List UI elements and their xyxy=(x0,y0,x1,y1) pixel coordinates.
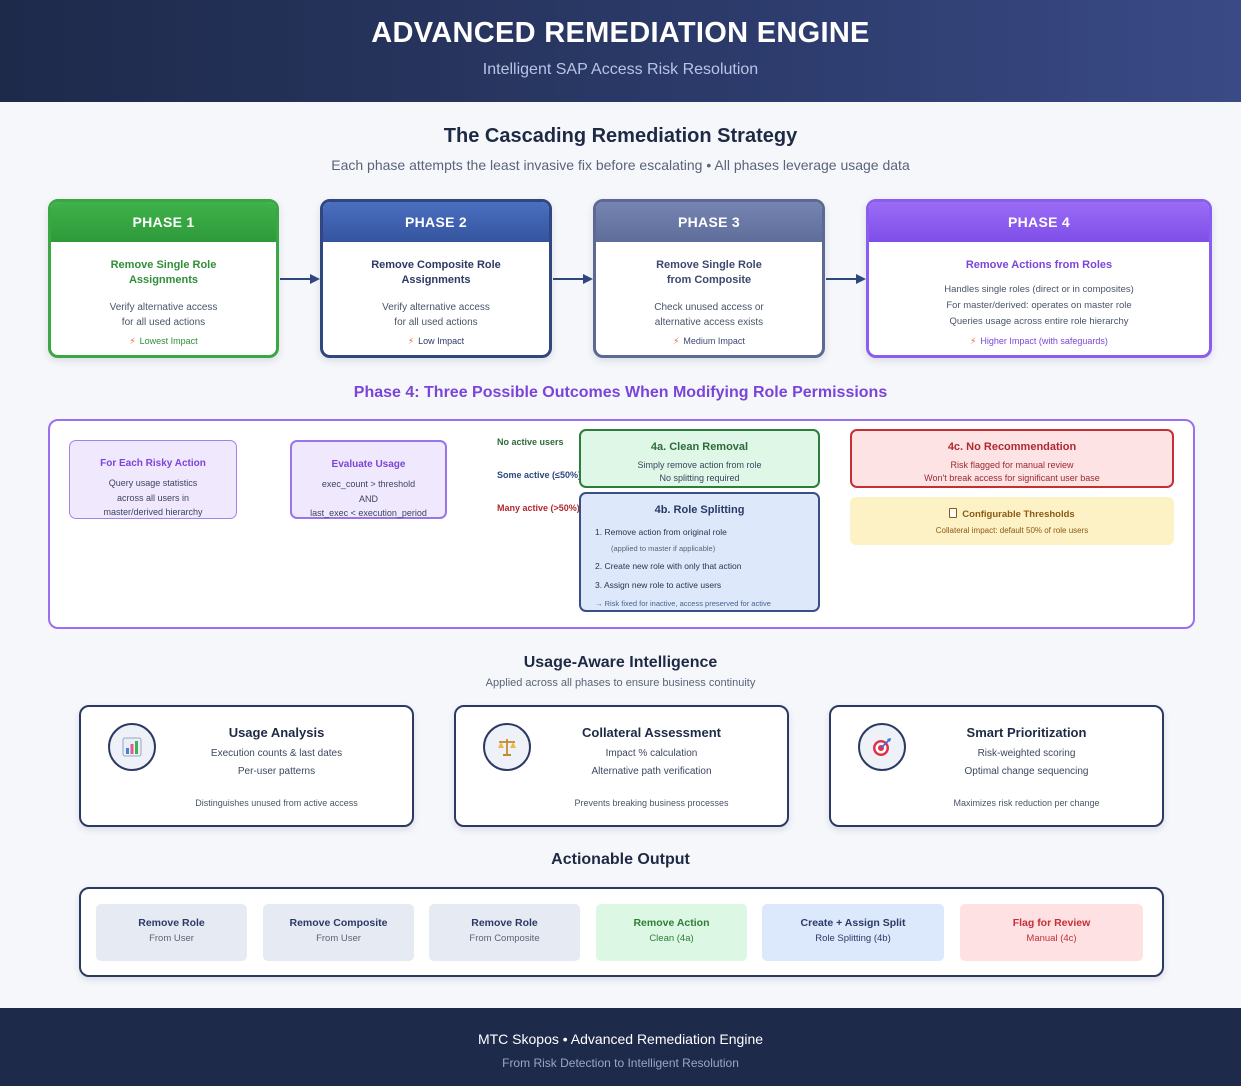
output-flag-for-review: Flag for Review Manual (4c) xyxy=(960,904,1143,961)
page-title: ADVANCED REMEDIATION ENGINE xyxy=(371,17,870,49)
target-icon xyxy=(858,723,906,771)
output-sub-text: Manual (4c) xyxy=(1026,933,1077,944)
lightning-icon: ⚡ xyxy=(407,336,415,346)
smart-prioritization-card: Smart Prioritization Risk-weighted scori… xyxy=(829,705,1164,827)
phase-impact: ⚡Higher Impact (with safeguards) xyxy=(970,336,1108,346)
phase-impact: ⚡Lowest Impact xyxy=(129,336,198,346)
phase-impact: ⚡Medium Impact xyxy=(673,336,745,346)
phase4-outcomes-title: Phase 4: Three Possible Outcomes When Mo… xyxy=(353,384,888,401)
card-line: Alternative path verification xyxy=(591,766,712,777)
actionable-output-panel: Remove Role From User Remove Composite F… xyxy=(79,887,1164,977)
clipboard-icon xyxy=(949,508,958,518)
output-remove-composite-from-user: Remove Composite From User xyxy=(263,904,414,961)
split-step: 2. Create new role with only that action xyxy=(595,561,742,571)
output-remove-action: Remove Action Clean (4a) xyxy=(596,904,747,961)
output-sub-text: From Composite xyxy=(469,933,540,944)
output-create-assign-split: Create + Assign Split Role Splitting (4b… xyxy=(762,904,944,961)
box-title: 4c. No Recommendation xyxy=(947,441,1077,453)
split-result: → Risk fixed for inactive, access preser… xyxy=(595,599,771,608)
lightning-icon: ⚡ xyxy=(129,336,136,346)
phase-label: PHASE 1 xyxy=(51,202,276,242)
card-line: Risk-weighted scoring xyxy=(977,748,1076,759)
lightning-icon: ⚡ xyxy=(970,336,977,346)
footer-line-2: From Risk Detection to Intelligent Resol… xyxy=(502,1056,739,1070)
output-title-text: Create + Assign Split xyxy=(800,917,906,929)
output-title-text: Remove Role xyxy=(138,917,205,929)
branch-label-none: No active users xyxy=(497,437,564,447)
strategy-title: The Cascading Remediation Strategy xyxy=(443,125,798,147)
configurable-thresholds-box: Configurable Thresholds Collateral impac… xyxy=(850,497,1174,545)
card-line: Optimal change sequencing xyxy=(964,766,1089,777)
card-footer: Distinguishes unused from active access xyxy=(195,798,358,808)
output-title-text: Remove Action xyxy=(633,917,710,929)
phase-label: PHASE 3 xyxy=(596,202,822,242)
output-sub-text: From User xyxy=(316,933,361,944)
collateral-assessment-card: Collateral Assessment Impact % calculati… xyxy=(454,705,789,827)
output-sub-text: Role Splitting (4b) xyxy=(815,933,891,944)
card-footer: Prevents breaking business processes xyxy=(574,798,729,808)
usage-title: Usage-Aware Intelligence xyxy=(523,654,718,671)
lightning-icon: ⚡ xyxy=(673,336,680,346)
output-sub-text: From User xyxy=(149,933,194,944)
split-step: 1. Remove action from original role xyxy=(595,527,727,537)
output-remove-role-from-composite: Remove Role From Composite xyxy=(429,904,580,961)
phase-4-card: PHASE 4 Remove Actions from Roles Handle… xyxy=(866,199,1212,358)
card-title: Collateral Assessment xyxy=(582,725,721,740)
usage-subtitle: Applied across all phases to ensure busi… xyxy=(485,677,756,689)
for-each-risky-action-box: For Each Risky Action Query usage statis… xyxy=(69,440,237,519)
strategy-subtitle: Each phase attempts the least invasive f… xyxy=(331,157,910,173)
output-sub-text: Clean (4a) xyxy=(649,933,694,944)
clean-removal-box: 4a. Clean Removal Simply remove action f… xyxy=(579,429,820,488)
box-title: 4a. Clean Removal xyxy=(650,441,749,453)
output-remove-role-from-user: Remove Role From User xyxy=(96,904,247,961)
no-recommendation-box: 4c. No Recommendation Risk flagged for m… xyxy=(850,429,1174,488)
phase-label: PHASE 2 xyxy=(323,202,549,242)
role-splitting-box: 4b. Role Splitting 1. Remove action from… xyxy=(579,492,820,612)
output-title-text: Remove Role xyxy=(471,917,538,929)
bar-chart-icon xyxy=(108,723,156,771)
box-title: Evaluate Usage xyxy=(331,459,406,470)
card-footer: Maximizes risk reduction per change xyxy=(953,798,1100,808)
card-title: Smart Prioritization xyxy=(966,725,1087,740)
page-header: ADVANCED REMEDIATION ENGINE Intelligent … xyxy=(0,0,1241,102)
split-step: 3. Assign new role to active users xyxy=(595,580,722,590)
phase-title: Remove Actions from Roles xyxy=(965,259,1113,271)
box-title: For Each Risky Action xyxy=(100,458,206,469)
page-subtitle: Intelligent SAP Access Risk Resolution xyxy=(482,61,759,78)
output-title: Actionable Output xyxy=(551,851,690,868)
phase-label: PHASE 4 xyxy=(869,202,1209,242)
card-line: Execution counts & last dates xyxy=(210,748,343,759)
branch-label-many: Many active (>50%) xyxy=(497,503,579,513)
scales-icon xyxy=(483,723,531,771)
output-title-text: Remove Composite xyxy=(289,917,388,929)
box-title: 4b. Role Splitting xyxy=(654,504,745,516)
card-title: Usage Analysis xyxy=(228,725,325,740)
output-title-text: Flag for Review xyxy=(1012,917,1091,929)
card-line: Per-user patterns xyxy=(237,766,316,777)
phase-impact: ⚡Low Impact xyxy=(407,336,465,346)
split-step-note: (applied to master if applicable) xyxy=(611,544,716,553)
usage-analysis-card: Usage Analysis Execution counts & last d… xyxy=(79,705,414,827)
card-line: Impact % calculation xyxy=(605,748,698,759)
box-title: Configurable Thresholds xyxy=(850,508,1174,520)
box-description: Collateral impact: default 50% of role u… xyxy=(935,526,1089,535)
page-footer: MTC Skopos • Advanced Remediation Engine… xyxy=(0,1008,1241,1086)
footer-line-1: MTC Skopos • Advanced Remediation Engine xyxy=(477,1031,764,1047)
phase-description: Handles single roles (direct or in compo… xyxy=(944,284,1134,327)
branch-label-some: Some active (≤50%) xyxy=(497,470,579,480)
